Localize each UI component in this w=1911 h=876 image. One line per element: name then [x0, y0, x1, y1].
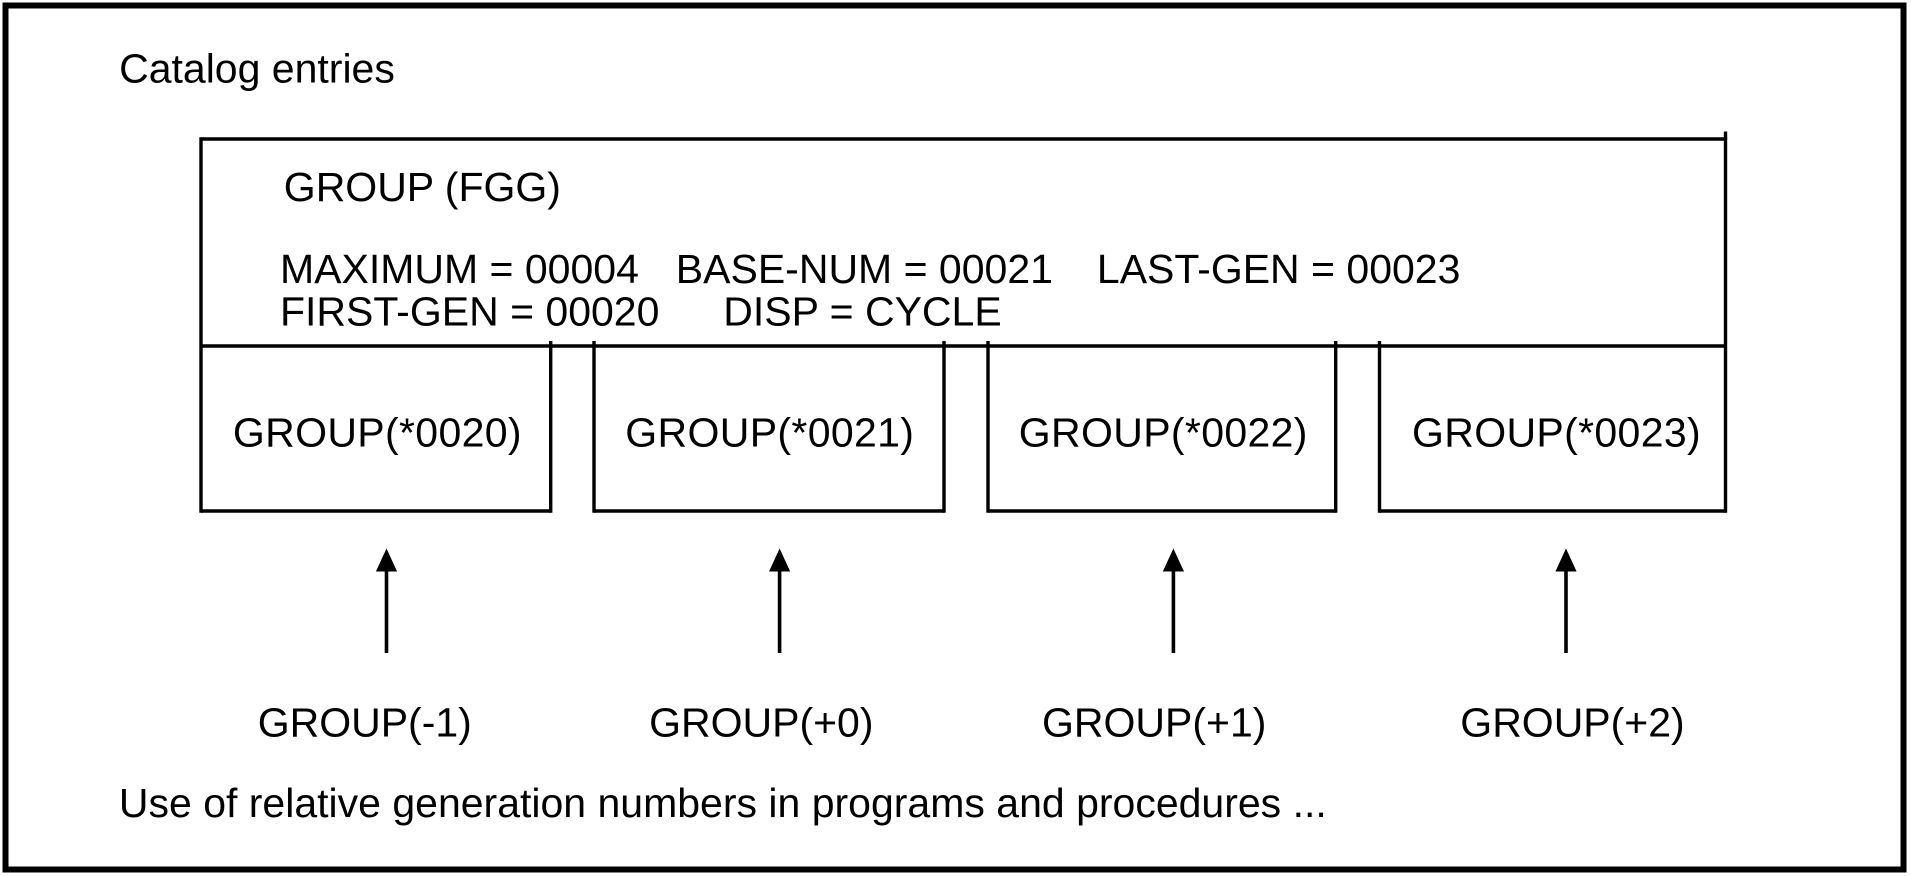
svg-text:GROUP(*0021): GROUP(*0021) [625, 410, 914, 456]
svg-text:GROUP(+0): GROUP(+0) [649, 700, 873, 746]
svg-text:GROUP(+1): GROUP(+1) [1042, 700, 1266, 746]
svg-text:GROUP(*0023): GROUP(*0023) [1412, 410, 1701, 456]
svg-text:Use of relative generation num: Use of relative generation numbers in pr… [119, 780, 1327, 826]
svg-text:GROUP(*0022): GROUP(*0022) [1019, 410, 1308, 456]
svg-text:LAST-GEN = 00023: LAST-GEN = 00023 [1097, 246, 1461, 292]
svg-text:BASE-NUM = 00021: BASE-NUM = 00021 [676, 246, 1053, 292]
svg-text:GROUP(+2): GROUP(+2) [1460, 700, 1684, 746]
svg-text:FIRST-GEN = 00020: FIRST-GEN = 00020 [280, 289, 659, 335]
svg-text:DISP = CYCLE: DISP = CYCLE [723, 289, 1001, 335]
svg-text:GROUP(*0020): GROUP(*0020) [233, 410, 522, 456]
svg-text:GROUP(-1): GROUP(-1) [258, 700, 472, 746]
svg-text:GROUP (FGG): GROUP (FGG) [284, 164, 561, 210]
svg-text:MAXIMUM = 00004: MAXIMUM = 00004 [280, 246, 639, 292]
svg-text:Catalog entries: Catalog entries [119, 45, 395, 91]
